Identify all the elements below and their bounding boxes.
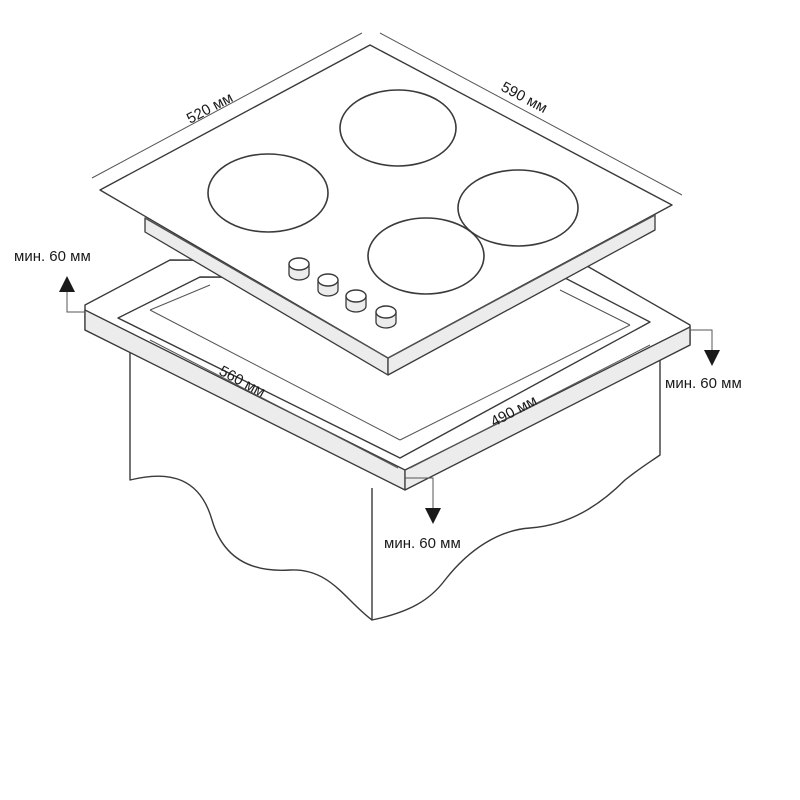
- clearance-front: мин. 60 мм: [384, 477, 461, 552]
- burner-front: [367, 217, 485, 295]
- label-clearance-front: мин. 60 мм: [384, 535, 461, 552]
- label-hob-width: 590 мм: [498, 79, 550, 117]
- hob-top: [99, 44, 673, 359]
- clearance-side-leader: [690, 329, 713, 350]
- arrow-down-icon: [704, 350, 720, 366]
- clearance-front-leader: [405, 477, 434, 508]
- knob-1: [288, 257, 310, 281]
- label-clearance-back: мин. 60 мм: [14, 248, 91, 265]
- countertop-front-right: [404, 326, 691, 491]
- cabinet-body: [129, 345, 661, 621]
- dimension-lines: [91, 32, 683, 469]
- knob-2: [317, 273, 339, 297]
- knob-4: [375, 305, 397, 329]
- knob-3: [345, 289, 367, 313]
- hob: [99, 44, 673, 376]
- label-clearance-side: мин. 60 мм: [665, 375, 742, 392]
- burner-right: [457, 169, 579, 247]
- arrow-up-icon: [59, 276, 75, 292]
- dim-line-hob-width: [379, 32, 683, 196]
- burner-left: [207, 153, 329, 233]
- cutout-opening: [117, 276, 651, 459]
- clearance-back-leader: [66, 292, 85, 313]
- cutout-inner-left: [149, 284, 401, 441]
- clearance-back: мин. 60 мм: [14, 248, 91, 313]
- dim-line-cutout-width: [149, 339, 399, 469]
- hob-top-inner: [144, 214, 656, 359]
- clearance-side: мин. 60 мм: [665, 329, 742, 392]
- dim-line-hob-depth: [91, 32, 363, 179]
- burner-back: [339, 89, 457, 167]
- cutout-inner-right: [399, 289, 631, 441]
- arrow-down-icon: [425, 508, 441, 524]
- control-knobs: [288, 257, 397, 329]
- dim-line-cutout-depth: [409, 344, 651, 469]
